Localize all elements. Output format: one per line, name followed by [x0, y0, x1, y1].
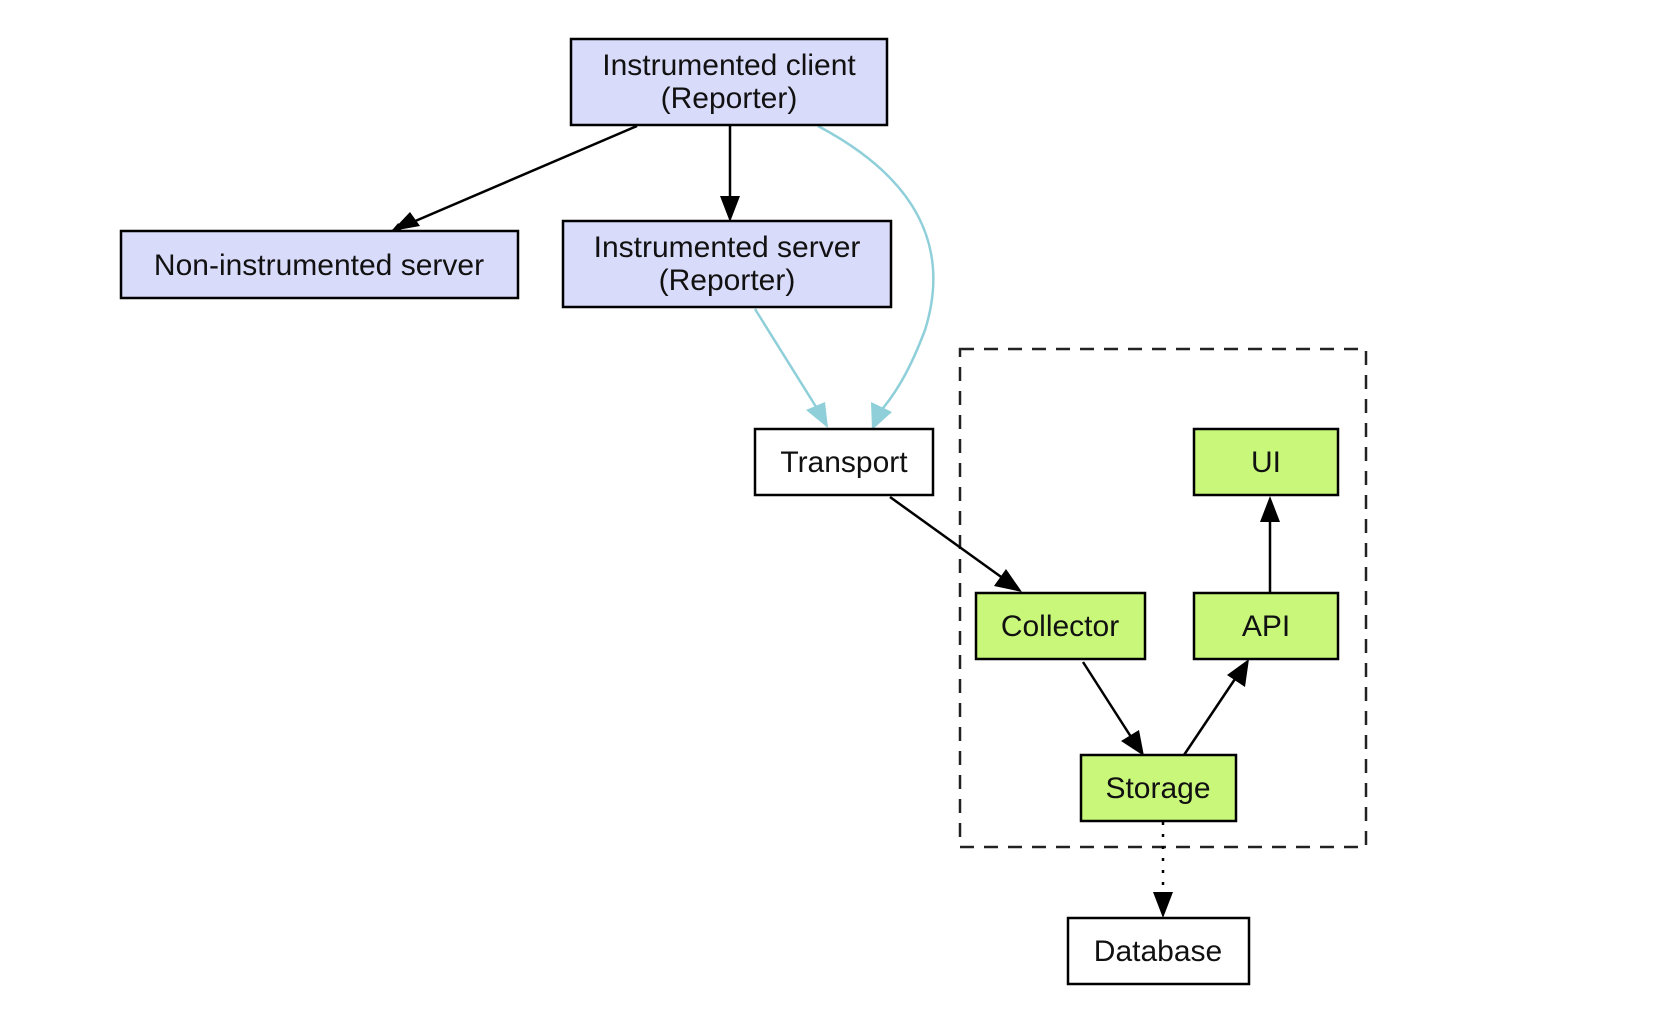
arrowhead-transport-to-collector	[994, 569, 1022, 592]
edge-storage-to-api	[1182, 675, 1239, 756]
instrumented-server-label-line2: (Reporter)	[659, 264, 796, 297]
node-api: API	[1192, 591, 1340, 661]
node-database: Database	[1066, 916, 1251, 986]
ui-label: UI	[1251, 446, 1281, 479]
instrumented-client-label-line1: Instrumented client	[602, 49, 856, 82]
arrowhead-client-to-transport	[871, 402, 892, 430]
arrowhead-storage-to-database	[1153, 892, 1173, 918]
edge-collector-to-storage	[1081, 661, 1135, 741]
arrowhead-instrumented-server-to-transport	[806, 402, 828, 428]
node-transport: Transport	[753, 427, 935, 497]
arrowhead-storage-to-api	[1227, 659, 1249, 687]
edge-client-to-noninstrumented	[391, 124, 638, 233]
node-storage: Storage	[1079, 753, 1238, 823]
edge-transport-to-collector	[889, 495, 1005, 581]
edge-client-to-transport	[817, 124, 935, 415]
arrowhead-api-to-ui	[1260, 496, 1280, 522]
node-non-instrumented-server: Non-instrumented server	[119, 229, 520, 300]
edges	[391, 124, 1280, 918]
node-instrumented-client: Instrumented client (Reporter)	[569, 37, 889, 127]
instrumented-client-label-line2: (Reporter)	[661, 82, 798, 115]
non-instrumented-server-label: Non-instrumented server	[154, 249, 484, 282]
collector-label: Collector	[1001, 610, 1119, 643]
node-collector: Collector	[974, 591, 1147, 661]
node-instrumented-server: Instrumented server (Reporter)	[561, 219, 893, 309]
transport-label: Transport	[780, 446, 908, 479]
arrowhead-client-to-noninstrumented	[392, 212, 420, 231]
arrowhead-client-to-instrumented-server	[720, 196, 740, 222]
api-label: API	[1242, 610, 1290, 643]
database-label: Database	[1094, 935, 1222, 968]
node-ui: UI	[1192, 427, 1340, 497]
instrumented-server-label-line1: Instrumented server	[594, 231, 861, 264]
storage-label: Storage	[1105, 772, 1210, 805]
edge-instrumented-server-to-transport	[753, 308, 820, 411]
arrowhead-collector-to-storage	[1121, 730, 1144, 756]
